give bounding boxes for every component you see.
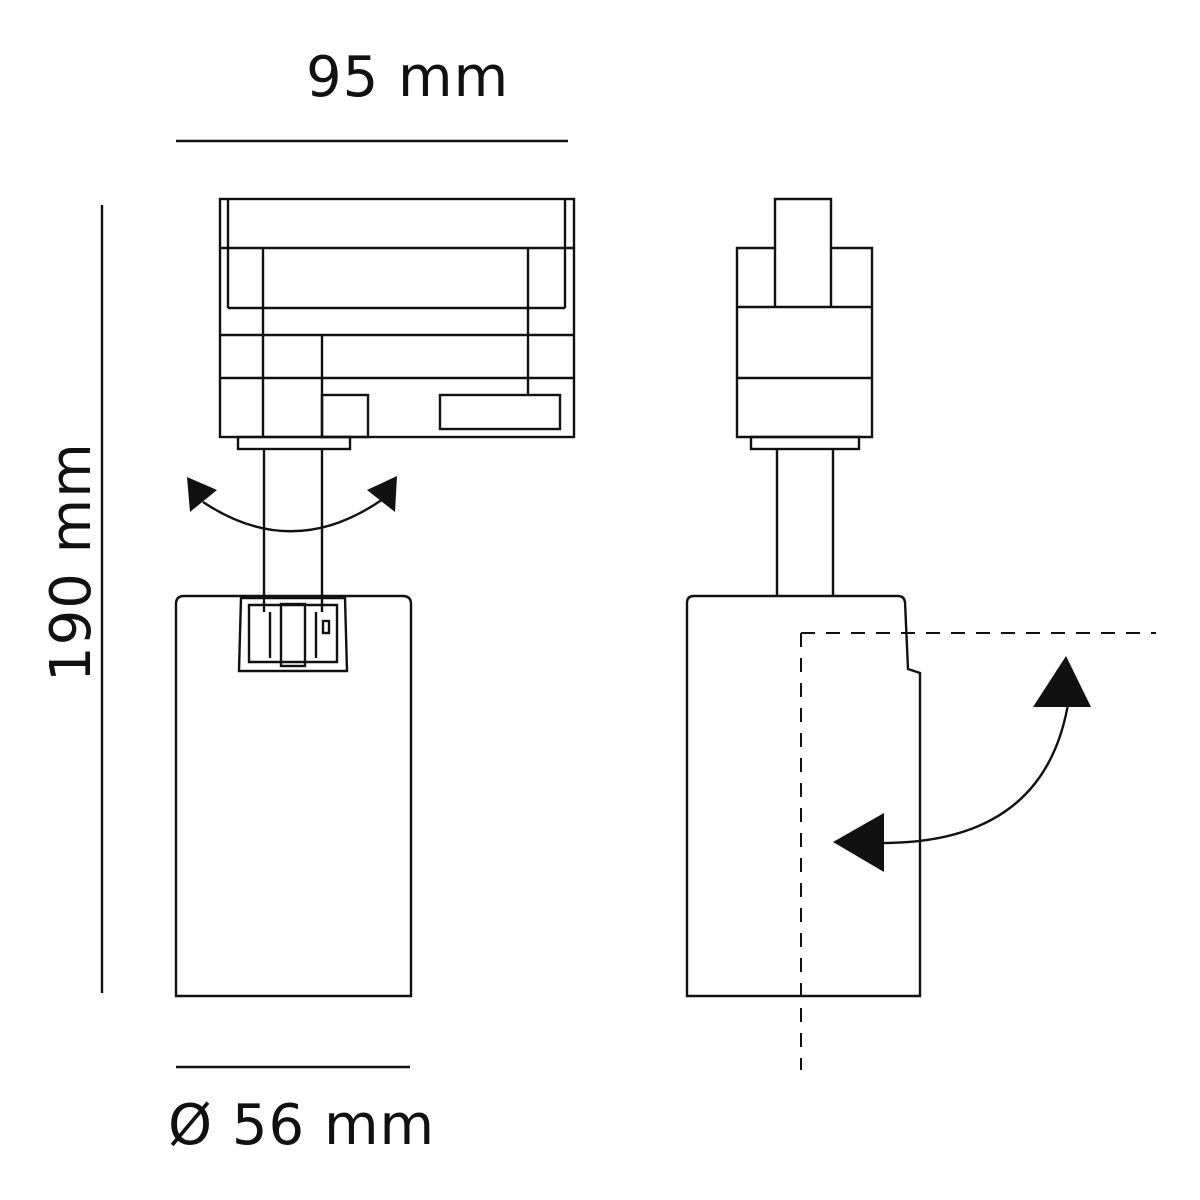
width-dimension-label: 95 mm: [306, 45, 510, 110]
side-lamp-body: [685, 594, 922, 998]
tilt-reference-lines: [800, 632, 1156, 1070]
front-stem: [262, 449, 324, 612]
diameter-dimension-label: Ø 56 mm: [168, 1093, 436, 1158]
tilt-arrow: [833, 656, 1091, 872]
rotation-arrow: [187, 476, 397, 533]
side-stem: [775, 449, 835, 596]
front-lamp-body: [174, 594, 413, 998]
front-track-adapter: [218, 197, 576, 451]
side-track-adapter: [735, 197, 874, 451]
